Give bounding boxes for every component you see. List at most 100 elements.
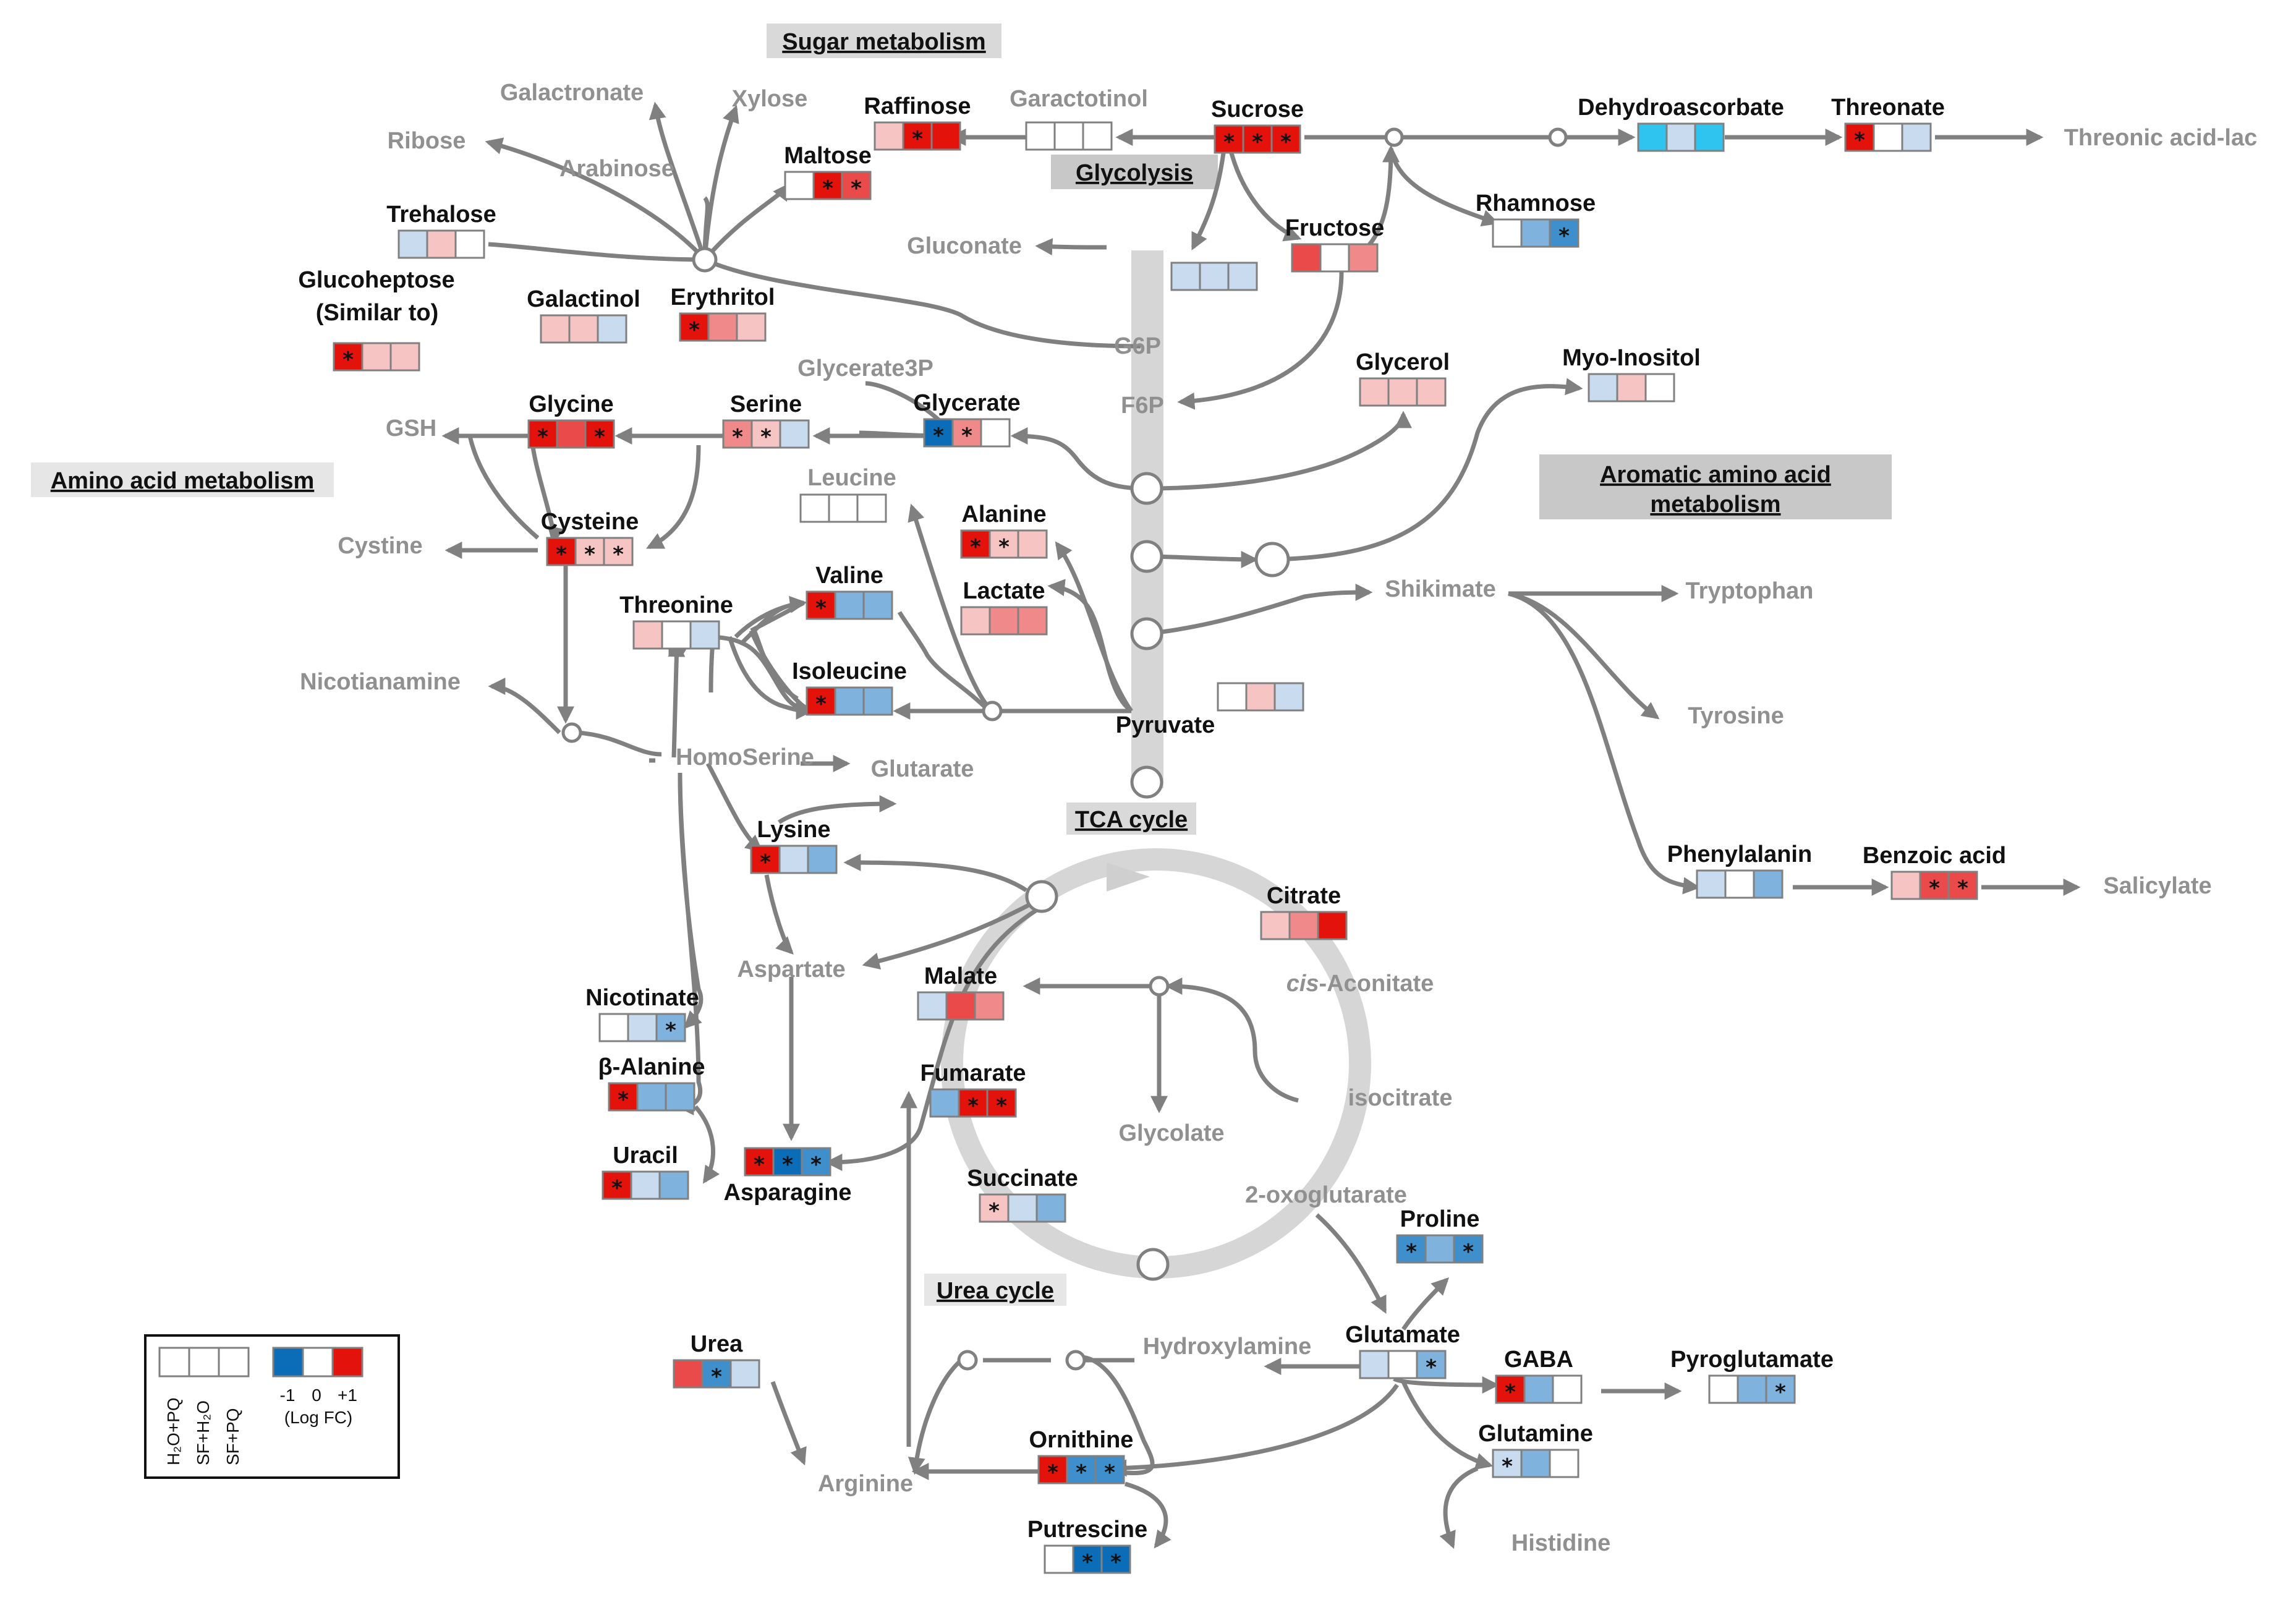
- cell-myoinositol-1: [1588, 373, 1618, 402]
- section-tca-label: TCA cycle: [1075, 807, 1188, 833]
- significance-star: *: [1929, 876, 1940, 901]
- cell-citrate-3: [1317, 911, 1348, 940]
- metabolite-alanine: **Alanine: [960, 501, 1048, 560]
- label-putrescine: Putrescine: [1027, 1517, 1147, 1543]
- significance-star: *: [1854, 128, 1865, 153]
- label-maltose: Maltose: [784, 143, 871, 169]
- cell-alanine-2: [989, 529, 1019, 559]
- cell-ornithine-1: [1037, 1455, 1068, 1484]
- cell-glutamine-2: [1520, 1449, 1551, 1478]
- cell-trehalose-3: [454, 229, 485, 259]
- label-glycine: Glycine: [529, 391, 613, 417]
- metabolite-balanine: *β-Alanine: [598, 1054, 705, 1112]
- label-glycerol: Glycerol: [1356, 349, 1450, 375]
- cell-fumarate-2: [958, 1088, 989, 1118]
- cell-fructose-3: [1348, 243, 1379, 273]
- cell-uracil-3: [658, 1170, 689, 1200]
- metabolite-sucrose: ***Sucrose: [1211, 96, 1304, 155]
- section-amino-label: Amino acid metabolism: [51, 468, 315, 494]
- significance-star: *: [815, 692, 827, 717]
- cell-benzoic-1: [1890, 871, 1921, 900]
- cell-ornithine-3: [1094, 1455, 1125, 1484]
- cell-glycerol-2: [1387, 377, 1418, 407]
- cell-putrescine-2: [1072, 1544, 1103, 1574]
- metabolite-glycerol: Glycerol: [1356, 349, 1450, 407]
- cell-garactotinol-1: [1025, 121, 1056, 151]
- cell-nicotinate-1: [598, 1013, 629, 1042]
- label-benzoic: Benzoic acid: [1863, 843, 2006, 869]
- label-glycerate3p: Glycerate3P: [797, 356, 933, 381]
- cell-trehalose-1: [398, 229, 428, 259]
- section-aromatic-label-2: metabolism: [1650, 492, 1780, 517]
- label-pyruvate: Pyruvate: [1116, 712, 1215, 738]
- legend-cond-1: H₂O+PQ: [164, 1397, 183, 1465]
- cell-threonine-1: [632, 620, 663, 650]
- metabolite-nicotinate: *Nicotinate: [585, 985, 699, 1043]
- metabolite-erythritol: *Erythritol: [671, 284, 775, 343]
- cell-sucrose-1: [1214, 124, 1244, 154]
- metabolite-leucine: [799, 493, 887, 523]
- metabolite-gaba: *GABA: [1495, 1347, 1583, 1405]
- label-lactate: Lactate: [963, 578, 1045, 604]
- cell-glutamate-3: [1416, 1350, 1447, 1379]
- tca-ring-arrow: [1107, 862, 1150, 892]
- significance-star: *: [1775, 1380, 1786, 1405]
- label-g6p: G6P: [1114, 333, 1161, 359]
- label-lysine: Lysine: [757, 817, 831, 843]
- cell-cysteine-3: [603, 537, 634, 566]
- significance-star: *: [1104, 1460, 1115, 1485]
- cell-threonate-3: [1901, 122, 1932, 152]
- metabolite-glucoheptose: *Glucoheptose: [298, 267, 454, 372]
- legend-scale-box-1: [272, 1347, 304, 1378]
- cell-pyruvate-2: [1245, 682, 1276, 712]
- cell-pyroglutamate-1: [1708, 1374, 1739, 1404]
- metabolite-glutamine: *Glutamine: [1478, 1421, 1593, 1479]
- cell-succinate-1: [979, 1193, 1010, 1223]
- cell-malate-1: [917, 991, 948, 1021]
- metabolite-succinate: *Succinate: [967, 1165, 1078, 1224]
- cell-myoinositol-2: [1616, 373, 1647, 402]
- cell-lysine-3: [807, 845, 838, 874]
- label-proline: Proline: [1400, 1206, 1480, 1232]
- label-cis-aconitate: cis-Aconitate: [1286, 971, 1434, 997]
- cell-pyruvate-1: [1217, 682, 1248, 712]
- cell-benzoic-3: [1947, 871, 1978, 900]
- label-isoleucine: Isoleucine: [792, 658, 907, 684]
- cell-leucine-2: [828, 493, 859, 523]
- cell-fructose-1: [1291, 243, 1322, 273]
- metabolite-proline: **Proline: [1396, 1206, 1484, 1264]
- cell-uracil-2: [630, 1170, 661, 1200]
- cell-pyroglutamate-3: [1765, 1374, 1796, 1404]
- label-galactinol: Galactinol: [527, 286, 640, 312]
- significance-star: *: [1280, 130, 1291, 155]
- metabolite-lysine: * Lysine: [750, 817, 838, 875]
- significance-star: *: [1047, 1460, 1058, 1485]
- cell-glycerol-3: [1416, 377, 1447, 407]
- significance-star: *: [754, 1152, 765, 1177]
- significance-star: *: [760, 850, 771, 875]
- metabolite-valine: *Valine: [806, 563, 893, 621]
- metabolite-serine: **Serine: [722, 391, 810, 449]
- cell-galactinol-1: [540, 314, 571, 344]
- cell-isoleucine-3: [862, 686, 893, 716]
- cell-isoleucine-2: [834, 686, 865, 716]
- cell-nicotinate-3: [655, 1013, 686, 1042]
- cell-threonine-3: [689, 620, 720, 650]
- label-galactronate: Galactronate: [500, 80, 644, 106]
- label-trehalose: Trehalose: [386, 202, 496, 228]
- metabolite-rhamnose: *Rhamnose: [1476, 190, 1596, 249]
- label-myoinositol: Myo-Inositol: [1562, 345, 1701, 371]
- cell-balanine-2: [636, 1082, 667, 1112]
- section-sugar: Sugar metabolism: [767, 23, 1001, 58]
- metabolite-glycerate: **Glycerate: [913, 390, 1020, 448]
- metabolite-benzoic: **Benzoic acid: [1863, 843, 2006, 901]
- cell-erythritol-1: [679, 312, 710, 342]
- cell-glutamate-1: [1359, 1350, 1390, 1379]
- cell-sucrose-2: [1242, 124, 1273, 154]
- cell-valine-2: [834, 590, 865, 620]
- metabolite-phenylalanin: Phenylalanin: [1667, 841, 1812, 899]
- significance-star: *: [1110, 1550, 1121, 1575]
- section-aromatic-label-1: Aromatic amino acid: [1600, 462, 1831, 488]
- significance-star: *: [967, 1094, 979, 1118]
- cell-urea-3: [729, 1359, 760, 1389]
